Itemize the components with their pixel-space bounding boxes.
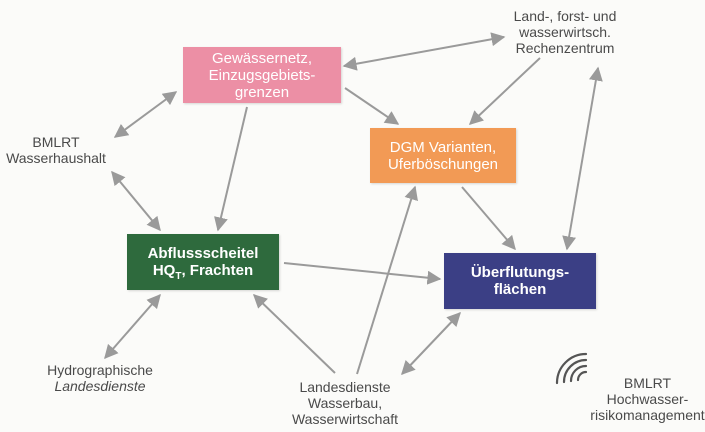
label-line: Rechenzentrum <box>515 40 615 56</box>
node-line: Uferböschungen <box>387 155 499 173</box>
node-gewaessernetz: Gewässernetz, Einzugsgebiets- grenzen <box>183 47 341 103</box>
label-line: Hydrographische <box>47 362 153 378</box>
label-line: Wasserhaushalt <box>6 150 106 166</box>
hq-text: HQ <box>152 262 176 279</box>
edge-landes-ueber <box>401 311 461 376</box>
label-line: BMLRT <box>623 375 672 391</box>
edge-rechen-ueber <box>562 66 603 251</box>
node-line: Gewässernetz, <box>211 49 313 67</box>
label-line: Wasserwirtschaft <box>291 411 399 427</box>
label-line: Hochwasser- <box>606 391 689 407</box>
label-bmlrt-hochwasser: BMLRT Hochwasser- risikomanagement <box>590 375 705 423</box>
label-line: Landesdienste <box>54 378 146 394</box>
node-line: flächen <box>493 281 547 298</box>
edge-layer <box>104 32 603 376</box>
label-line: Land-, forst- und <box>513 8 617 24</box>
node-line: Abflussscheitel <box>147 245 259 262</box>
edge-dgm-ueber <box>461 186 516 251</box>
label-line: wasserwirtsch. <box>519 24 611 40</box>
node-ueberflutungsflaechen: Überflutungs- flächen <box>444 253 596 309</box>
edge-gewaesser-bmlrt_wh <box>113 91 178 138</box>
label-line: risikomanagement <box>590 407 705 423</box>
label-bmlrt-wasserhaushalt: BMLRT Wasserhaushalt <box>0 134 112 166</box>
hq-rest: , Frachten <box>181 262 254 279</box>
node-line: Überflutungs- <box>470 264 570 281</box>
label-line: BMLRT <box>32 134 80 150</box>
label-rechenzentrum: Land-, forst- und wasserwirtsch. Rechenz… <box>490 8 640 56</box>
hq-subscript: T <box>175 271 182 282</box>
node-line: DGM Varianten, <box>389 138 497 156</box>
signal-waves-icon <box>555 352 588 385</box>
node-line-hq: HQT, Frachten <box>148 262 259 282</box>
label-hydrographische-landesdienste: Hydrographische Landesdienste <box>20 362 180 394</box>
edge-abfluss-ueber <box>283 262 442 285</box>
node-abflussscheitel: Abflussscheitel HQT, Frachten <box>127 234 279 290</box>
label-line: Landesdienste <box>299 379 391 395</box>
node-dgm-varianten: DGM Varianten, Uferböschungen <box>370 128 516 183</box>
node-line: grenzen <box>234 83 290 101</box>
edge-rechen-dgm <box>468 57 541 125</box>
label-landesdienste-wasserbau: Landesdienste Wasserbau, Wasserwirtschaf… <box>280 379 410 427</box>
edge-landes-abfluss <box>252 294 336 374</box>
edge-gewaesser-dgm <box>344 87 400 125</box>
edge-bmlrt_wh-abfluss <box>111 170 161 232</box>
edge-landes-dgm <box>356 185 418 375</box>
node-line: Einzugsgebiets- <box>208 66 316 84</box>
label-line: Wasserbau, <box>307 395 383 411</box>
edge-hydro-abfluss <box>104 293 161 360</box>
edge-gewaesser-abfluss <box>214 106 248 232</box>
edge-gewaesser-rechen <box>342 32 506 71</box>
